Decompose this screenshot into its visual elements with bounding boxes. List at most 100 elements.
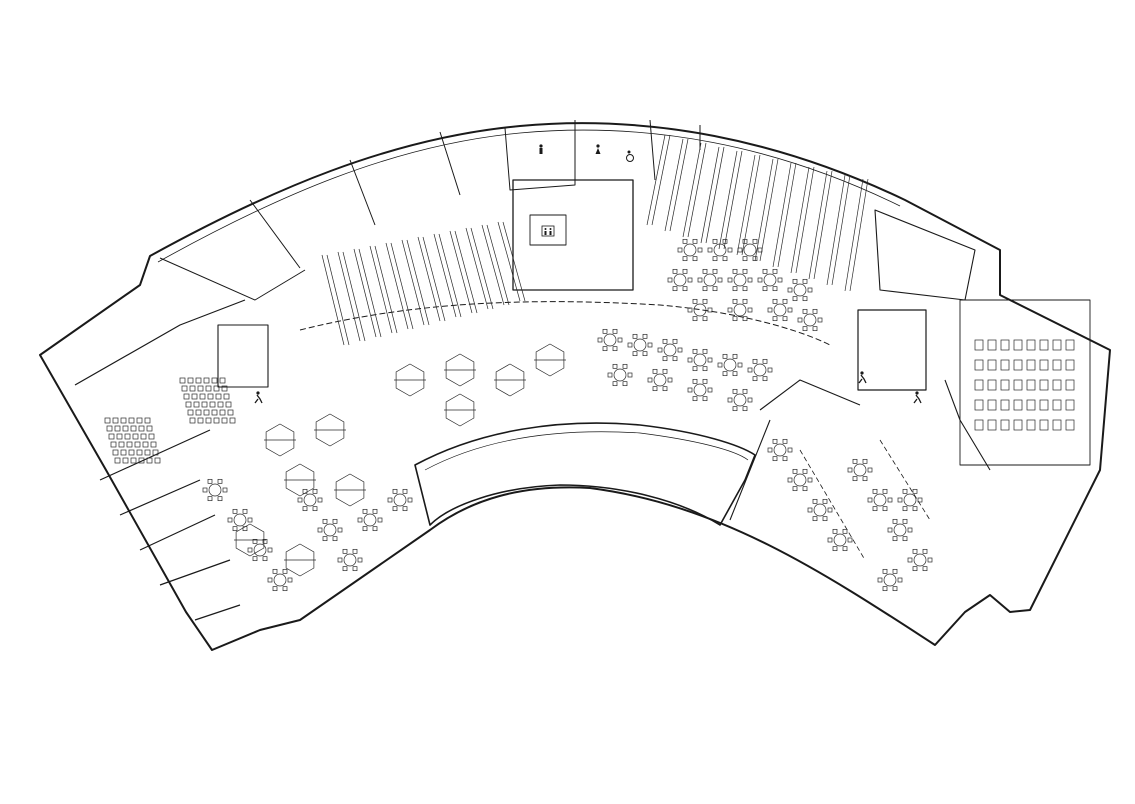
book-shelf bbox=[736, 154, 756, 256]
chair bbox=[742, 268, 748, 274]
chair bbox=[632, 351, 638, 357]
partition-line bbox=[799, 439, 931, 561]
chair bbox=[232, 508, 238, 514]
chair bbox=[887, 527, 893, 533]
central-core bbox=[512, 179, 634, 291]
chair bbox=[752, 376, 758, 382]
chair bbox=[897, 577, 903, 583]
chair bbox=[677, 347, 683, 353]
chair bbox=[762, 268, 768, 274]
chair bbox=[812, 308, 818, 314]
book-shelf bbox=[759, 158, 779, 262]
desk bbox=[1000, 379, 1010, 391]
seat bbox=[215, 393, 222, 400]
round-table bbox=[733, 393, 747, 407]
seat bbox=[201, 401, 208, 408]
book-shelf bbox=[826, 174, 846, 286]
chair bbox=[682, 268, 688, 274]
desk bbox=[1000, 399, 1010, 411]
desk bbox=[1000, 359, 1010, 371]
seat bbox=[144, 449, 151, 456]
outer-facade-wall bbox=[39, 122, 1111, 651]
chair bbox=[842, 528, 848, 534]
restroom-men-icon bbox=[539, 144, 543, 154]
book-shelf bbox=[369, 245, 393, 334]
chair bbox=[742, 238, 748, 244]
chair bbox=[602, 346, 608, 352]
book-shelf bbox=[449, 230, 473, 314]
seat bbox=[128, 449, 135, 456]
chair bbox=[787, 307, 793, 313]
chair bbox=[812, 326, 818, 332]
chair bbox=[702, 396, 708, 402]
accessible-icon bbox=[626, 150, 634, 162]
seat bbox=[140, 433, 147, 440]
chair bbox=[662, 386, 668, 392]
desk bbox=[1026, 339, 1036, 351]
chair bbox=[717, 362, 723, 368]
seat bbox=[148, 433, 155, 440]
chair bbox=[612, 363, 618, 369]
book-shelf bbox=[795, 166, 815, 274]
elevator-shaft bbox=[529, 214, 567, 246]
desk bbox=[1013, 339, 1023, 351]
round-table bbox=[603, 333, 617, 347]
book-shelf bbox=[486, 224, 510, 306]
chair bbox=[802, 296, 808, 302]
book-shelf bbox=[321, 254, 345, 346]
chair bbox=[317, 527, 323, 533]
round-table bbox=[233, 513, 247, 527]
chair bbox=[622, 363, 628, 369]
chair bbox=[372, 526, 378, 532]
chair bbox=[252, 538, 258, 544]
seat bbox=[219, 377, 226, 384]
chair bbox=[762, 358, 768, 364]
chair bbox=[787, 447, 793, 453]
east-room-tables bbox=[959, 299, 1091, 466]
round-table bbox=[723, 358, 737, 372]
round-table bbox=[753, 363, 767, 377]
chair bbox=[707, 357, 713, 363]
chair bbox=[812, 498, 818, 504]
seat bbox=[150, 441, 157, 448]
round-table bbox=[323, 523, 337, 537]
chair bbox=[777, 277, 783, 283]
book-shelf bbox=[433, 233, 457, 318]
chair bbox=[792, 278, 798, 284]
desk bbox=[974, 379, 984, 391]
group-workstation bbox=[335, 473, 365, 507]
chair bbox=[322, 518, 328, 524]
chair bbox=[702, 286, 708, 292]
book-shelf bbox=[358, 248, 382, 338]
round-table bbox=[893, 523, 907, 537]
chair bbox=[742, 316, 748, 322]
chair bbox=[732, 406, 738, 412]
chair bbox=[882, 568, 888, 574]
chair bbox=[832, 528, 838, 534]
round-table bbox=[773, 443, 787, 457]
chair bbox=[737, 247, 743, 253]
chair bbox=[772, 438, 778, 444]
chair bbox=[227, 517, 233, 523]
chair bbox=[692, 256, 698, 262]
desk bbox=[1013, 419, 1023, 431]
chair bbox=[217, 478, 223, 484]
desk bbox=[987, 419, 997, 431]
chair bbox=[677, 247, 683, 253]
seat bbox=[138, 425, 145, 432]
chair bbox=[862, 458, 868, 464]
chair bbox=[747, 277, 753, 283]
chair bbox=[742, 298, 748, 304]
chair bbox=[272, 568, 278, 574]
chair bbox=[817, 317, 823, 323]
chair bbox=[762, 286, 768, 292]
group-workstation bbox=[265, 423, 295, 457]
icon-layer bbox=[254, 144, 922, 404]
seat bbox=[197, 417, 204, 424]
chair bbox=[287, 577, 293, 583]
round-table bbox=[903, 493, 917, 507]
seat bbox=[217, 401, 224, 408]
desk bbox=[1026, 419, 1036, 431]
seat bbox=[134, 441, 141, 448]
